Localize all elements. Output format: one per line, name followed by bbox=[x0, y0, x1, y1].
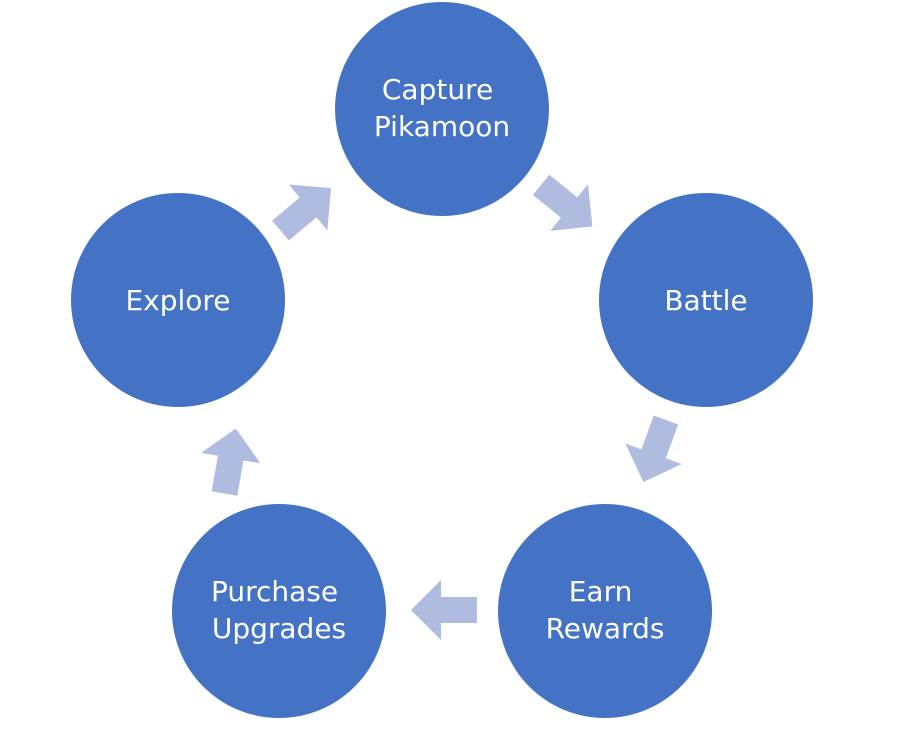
node-capture-pikamoon: Capture Pikamoon bbox=[335, 2, 549, 216]
node-label-battle: Battle bbox=[664, 284, 747, 317]
arrow-capture-to-battle bbox=[532, 174, 593, 231]
node-explore: Explore bbox=[71, 193, 285, 407]
arrow-purchase-to-explore bbox=[201, 428, 261, 496]
node-label-earn-rewards: Earn Rewards bbox=[546, 575, 665, 645]
node-label-capture-pikamoon: Capture Pikamoon bbox=[374, 73, 510, 143]
arrow-earn-to-purchase bbox=[411, 580, 477, 640]
arrow-explore-to-capture bbox=[272, 184, 332, 241]
arrow-battle-to-earn bbox=[625, 415, 682, 482]
node-label-purchase-upgrades: Purchase Upgrades bbox=[211, 575, 347, 645]
cycle-arrows bbox=[201, 174, 682, 640]
node-earn-rewards: Earn Rewards bbox=[498, 504, 712, 718]
node-label-explore: Explore bbox=[125, 284, 230, 317]
node-battle: Battle bbox=[599, 193, 813, 407]
node-purchase-upgrades: Purchase Upgrades bbox=[172, 504, 386, 718]
cycle-nodes: Capture Pikamoon Battle Earn Rewards Pur… bbox=[71, 2, 813, 718]
